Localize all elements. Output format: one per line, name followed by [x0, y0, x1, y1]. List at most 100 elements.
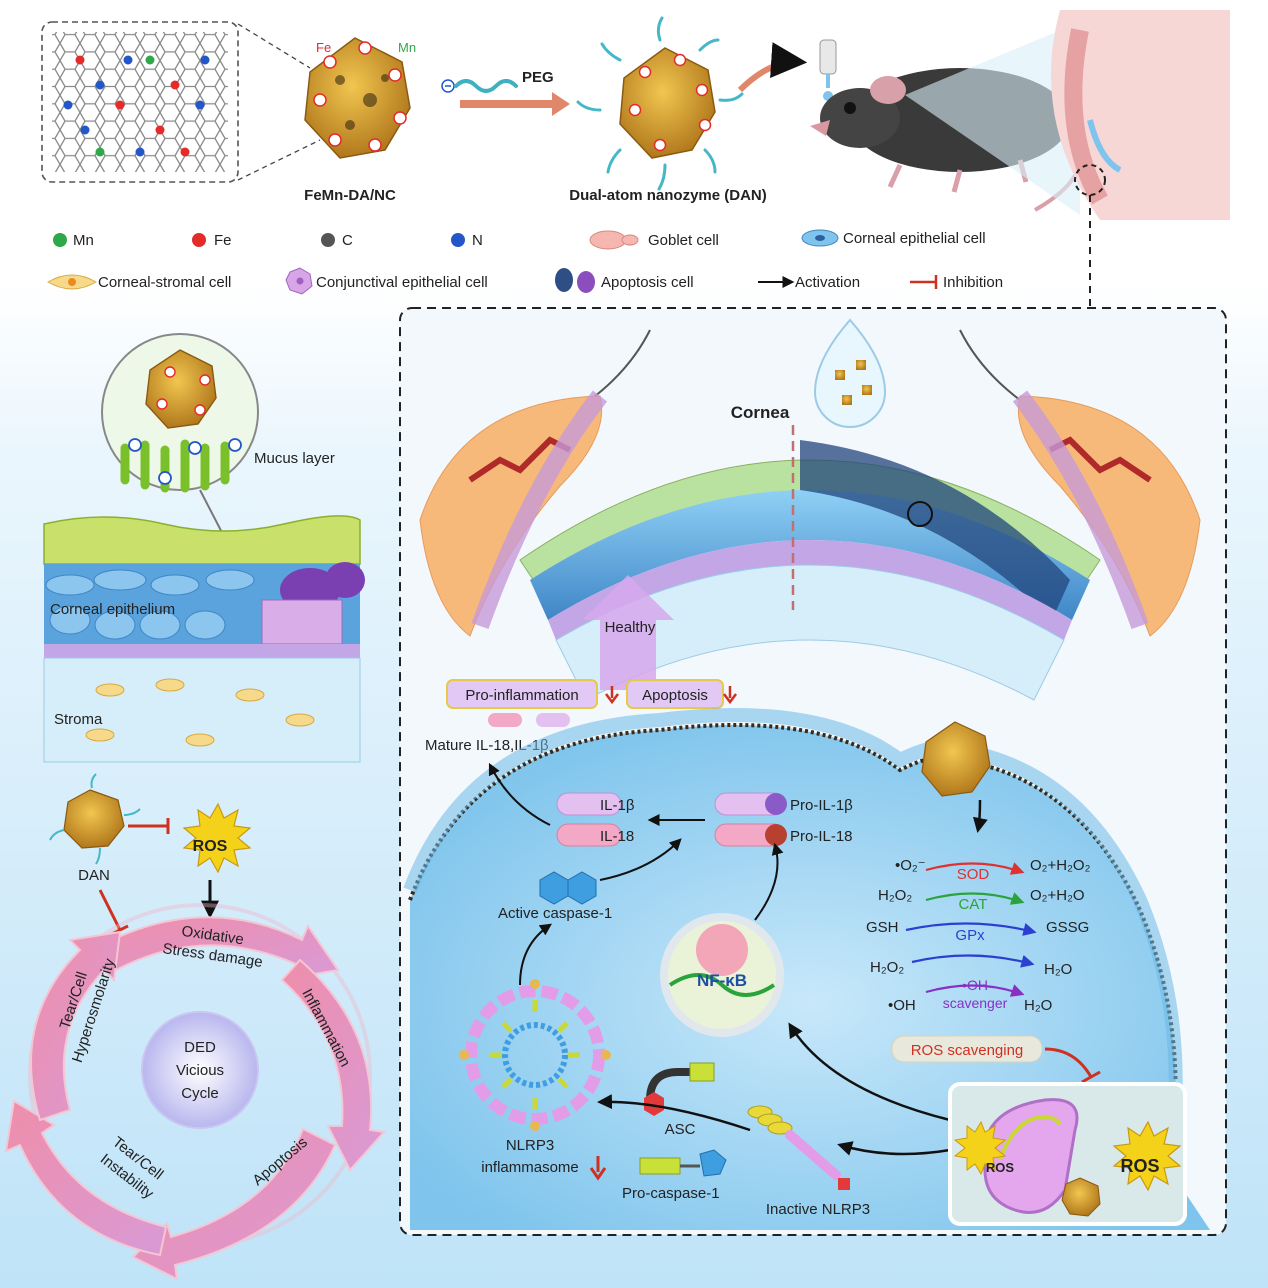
legend-apoptosis: Apoptosis cell [601, 274, 694, 291]
ros-scavenging-inhibition [1044, 1047, 1101, 1084]
legend-fe: Fe [214, 232, 232, 249]
cycle-segment-hyperosmolarity [30, 930, 122, 1122]
inhibition-icon [910, 275, 938, 289]
r3-right: GSSG [1046, 919, 1089, 936]
lattice-atoms [63, 55, 210, 157]
cycle-segment-instability [4, 1099, 168, 1257]
il1b-capsule [556, 792, 622, 816]
il18-capsule [556, 823, 622, 847]
r5-left: •OH [888, 997, 916, 1014]
apoptosis-cell-icon [555, 268, 595, 293]
dan-to-mouse-arrow [737, 42, 808, 93]
pro-il18-label: Pro-IL-18 [790, 828, 853, 845]
legend-corneal-stromal: Corneal-stromal cell [98, 274, 231, 291]
cornea-arc [519, 425, 1101, 701]
r4-right: H₂O [1044, 961, 1072, 978]
eyedrop-droplet [813, 318, 887, 428]
ros-scavenging-label: ROS scavenging [911, 1042, 1024, 1059]
legend-mn: Mn [73, 232, 94, 249]
ros-label-left: ROS [193, 838, 228, 855]
legend-inhibition: Inhibition [943, 274, 1003, 291]
asc-icon [644, 1062, 715, 1116]
r5-enzyme2: scavenger [943, 995, 1008, 1011]
reaction-gpx-arrow [905, 922, 1037, 936]
mitochondria-inset [948, 1082, 1187, 1226]
cycle-center [141, 1011, 259, 1129]
asc-label: ASC [665, 1121, 696, 1138]
cycle-segment-oxidative [90, 916, 340, 980]
corneal-epithelial-cell-icon [801, 229, 839, 247]
dan-nanoparticle [576, 16, 744, 191]
legend-conjunctival: Conjunctival epithelial cell [316, 274, 488, 291]
nlrp3-label-1: NLRP3 [506, 1137, 554, 1154]
r2-left: H₂O₂ [878, 887, 912, 904]
reaction-h2o2-arrow [911, 954, 1035, 968]
dan-small [49, 773, 141, 865]
pro-inflammation-label: Pro-inflammation [465, 687, 578, 704]
legend-activation: Activation [795, 274, 860, 291]
mucus-layer-label: Mucus layer [254, 450, 335, 467]
cycle-center-line3: Cycle [181, 1085, 219, 1102]
corneal-epithelium-label: Corneal epithelium [50, 601, 175, 618]
r5-enzyme1: •OH [962, 977, 988, 993]
ros-big-label: ROS [1120, 1156, 1159, 1176]
nfkb-label: NF-κB [697, 971, 747, 990]
nfkb-nucleus [660, 913, 784, 1037]
legend-c: C [342, 232, 353, 249]
cornea-tissue-block [43, 515, 365, 763]
nlrp3-inflammasome-icon [459, 979, 611, 1131]
r3-left: GSH [866, 919, 899, 936]
r1-left: •O₂⁻ [895, 857, 926, 874]
peg-arrow [460, 92, 570, 116]
r3-enzyme: GPx [955, 927, 985, 944]
mucus-zoom [101, 333, 259, 493]
pro-il1b-capsule [714, 792, 787, 816]
r1-right: O₂+H₂O₂ [1030, 857, 1091, 874]
conjunctival-cell-icon [285, 267, 313, 295]
inactive-nlrp3-label: Inactive NLRP3 [766, 1201, 870, 1218]
eyelid-left [419, 329, 651, 637]
healthy-arrow [582, 575, 674, 690]
dan-endocytosis [921, 721, 991, 833]
cycle-center-line2: Vicious [176, 1062, 224, 1079]
pro-il18-capsule [714, 823, 787, 847]
legend-corneal-epithelial: Corneal epithelial cell [843, 230, 986, 247]
r4-left: H₂O₂ [870, 959, 904, 976]
dan-label: DAN [78, 867, 110, 884]
reactions-panel [905, 862, 1037, 997]
ros-small-label: ROS [986, 1160, 1015, 1175]
cycle-segment-inflammation [280, 958, 386, 1172]
nlrp3-down-arrow [589, 1156, 607, 1181]
pro-caspase-label: Pro-caspase-1 [622, 1185, 720, 1202]
dan-name: Dual-atom nanozyme (DAN) [569, 187, 767, 204]
ros-burst-icon [182, 802, 252, 874]
mature-il-capsules [488, 713, 570, 727]
apoptosis-label: Apoptosis [642, 687, 708, 704]
legend-n: N [472, 232, 483, 249]
il1b-label: IL-1β [600, 797, 635, 814]
reaction-sod-arrow [925, 862, 1025, 875]
cycle-segment-apoptosis [131, 1127, 337, 1281]
cornea-label: Cornea [731, 403, 790, 422]
stroma-label: Stroma [54, 711, 103, 728]
active-caspase-icon [539, 871, 597, 905]
fe-label: Fe [316, 40, 331, 55]
corneal-stromal-cell-icon [47, 274, 97, 290]
reaction-cat-arrow [925, 892, 1025, 905]
peg-chain [441, 79, 518, 93]
il18-label: IL-18 [600, 828, 634, 845]
apoptosis-box [626, 679, 737, 709]
peg-label: PEG [522, 69, 554, 86]
pro-inflammation-box [446, 679, 619, 709]
legend: Mn Fe C N Goblet cell Corneal epithelial… [47, 229, 1003, 295]
r2-right: O₂+H₂O [1030, 887, 1085, 904]
eye-closeup [905, 10, 1230, 220]
healthy-label: Healthy [605, 619, 656, 636]
cycle-center-line1: DED [184, 1039, 216, 1056]
r2-enzyme: CAT [959, 896, 988, 913]
r1-enzyme: SOD [957, 866, 990, 883]
femn-name: FeMn-DA/NC [304, 187, 396, 204]
pro-caspase-icon [639, 1149, 727, 1177]
r5-right: H₂O [1024, 997, 1052, 1014]
ros-scavenging-badge [891, 1035, 1043, 1063]
